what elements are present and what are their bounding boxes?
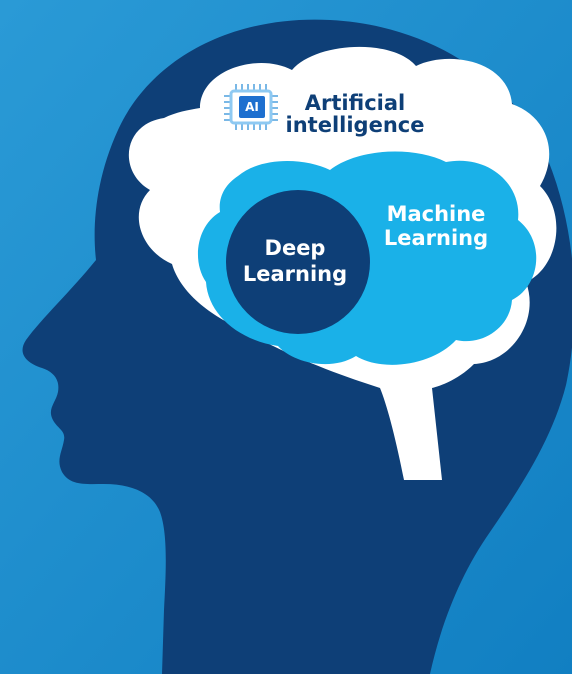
artificial-intelligence-label: Artificial intelligence bbox=[284, 92, 426, 136]
deep-learning-label: Deep Learning bbox=[232, 235, 358, 287]
ml-label-line1: Machine bbox=[386, 202, 486, 226]
machine-learning-label: Machine Learning bbox=[380, 202, 492, 250]
ai-label-line2: intelligence bbox=[285, 113, 425, 137]
ai-label-line1: Artificial bbox=[304, 91, 406, 115]
deep-learning-region bbox=[226, 190, 370, 334]
dl-label-line1: Deep bbox=[264, 236, 326, 260]
ai-chip-label: AI bbox=[245, 100, 259, 114]
dl-label-line2: Learning bbox=[242, 262, 348, 286]
ml-label-line2: Learning bbox=[383, 226, 489, 250]
ai-chip-icon bbox=[224, 84, 278, 130]
